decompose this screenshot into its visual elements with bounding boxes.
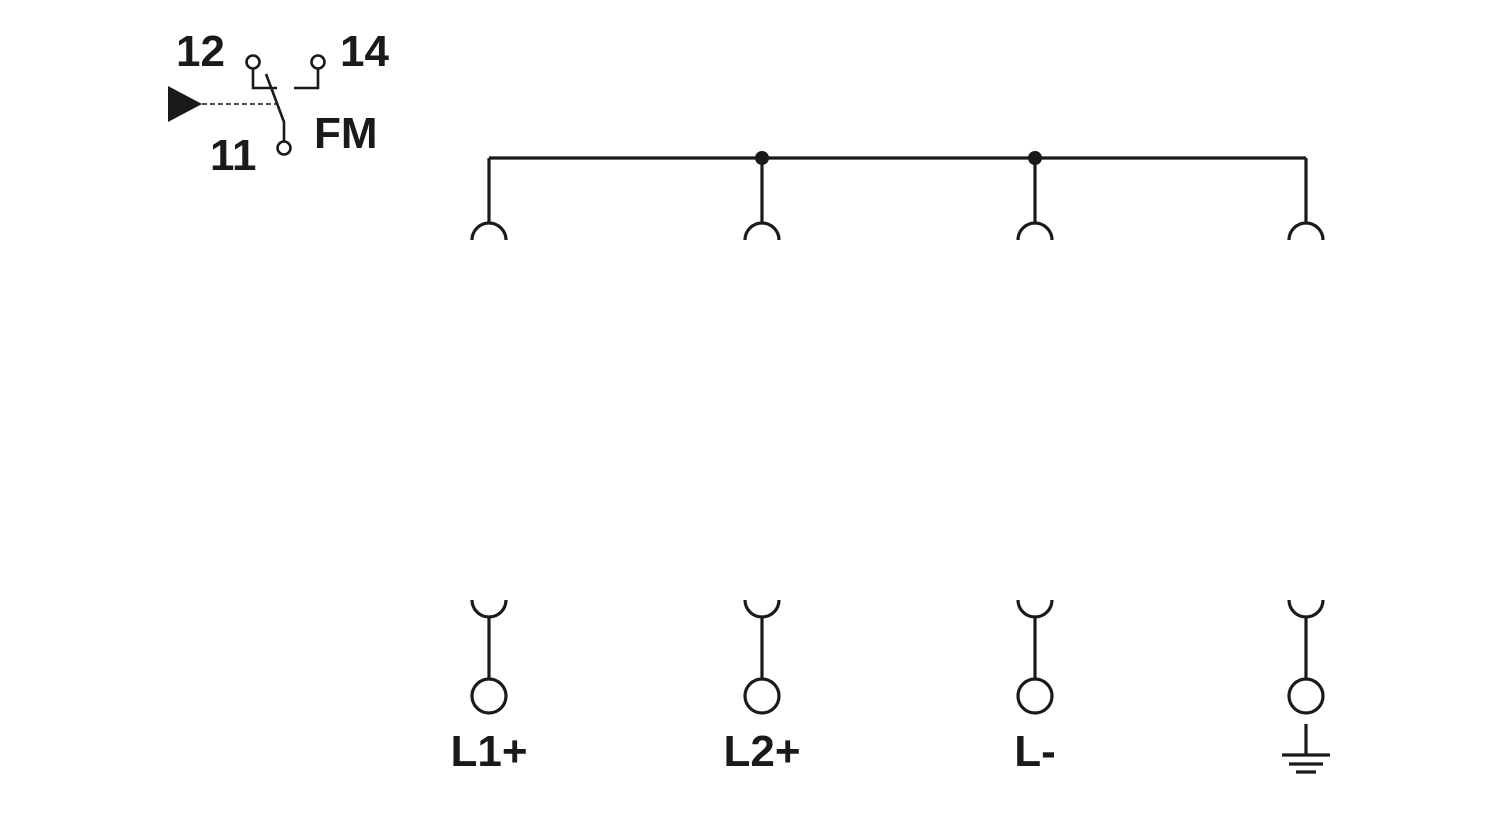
lower-socket-icon xyxy=(1287,599,1325,619)
terminal-14-label: 14 xyxy=(340,27,389,76)
lower-socket-icon xyxy=(1016,599,1054,619)
terminal-columns xyxy=(470,158,1325,715)
lower-socket-icon xyxy=(743,599,781,619)
terminal-12-label: 12 xyxy=(176,27,225,76)
top-bus xyxy=(489,151,1306,165)
ground-icon xyxy=(1282,724,1330,774)
contact-blade xyxy=(264,73,286,141)
upper-socket-icon xyxy=(1016,221,1054,241)
terminal-label-l1-plus: L1+ xyxy=(450,727,527,776)
terminal-11-label: 11 xyxy=(210,131,257,180)
signal-contact-symbol: 12 14 11 FM xyxy=(168,27,389,180)
terminal-label-l2-plus: L2+ xyxy=(723,727,800,776)
terminal-circle-icon xyxy=(470,677,508,715)
contact-name-label: FM xyxy=(314,109,378,158)
terminal-labels: L1+ L2+ L- xyxy=(450,727,1055,776)
upper-socket-icon xyxy=(1287,221,1325,241)
contact-14-stub xyxy=(294,69,320,90)
terminal-11-circle xyxy=(276,140,292,156)
contact-12-stub xyxy=(251,69,277,90)
actuator-arrow-icon xyxy=(168,86,202,122)
terminal-12-circle xyxy=(245,54,261,70)
terminal-circle-icon xyxy=(1016,677,1054,715)
terminal-circle-icon xyxy=(743,677,781,715)
terminal-circle-icon xyxy=(1287,677,1325,715)
terminal-14-circle xyxy=(310,54,326,70)
upper-socket-icon xyxy=(470,221,508,241)
lower-socket-icon xyxy=(470,599,508,619)
upper-socket-icon xyxy=(743,221,781,241)
terminal-label-l-minus: L- xyxy=(1014,727,1056,776)
